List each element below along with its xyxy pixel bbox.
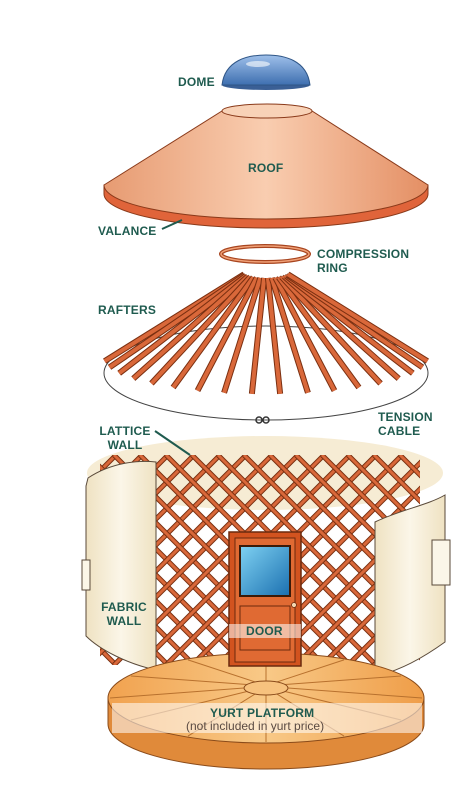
platform-panel-seam: [109, 687, 245, 699]
lattice-slat: [346, 455, 420, 530]
rafter: [149, 275, 252, 385]
rafter: [265, 277, 283, 395]
compression-ring: [219, 244, 311, 264]
cable-turnbuckle-icon: [255, 416, 270, 424]
rafter: [269, 277, 310, 394]
rafter: [280, 275, 383, 385]
valance-leader: [161, 219, 183, 230]
dome: [221, 54, 311, 90]
lattice-slat: [0, 455, 90, 665]
lattice-slat-outline: [0, 455, 90, 665]
lattice-slat: [100, 455, 196, 552]
label-roof: ROOF: [248, 161, 284, 175]
lattice-wall-leader: [154, 430, 191, 456]
platform-panel-seam: [287, 687, 423, 699]
lattice-slat: [452, 455, 474, 665]
label-platform-note: (not included in yurt price): [186, 719, 325, 733]
lattice-slat: [320, 455, 420, 556]
lattice-slat-outline: [452, 455, 474, 665]
label-rafters: RAFTERS: [98, 303, 157, 317]
rafter: [273, 276, 337, 392]
lattice-slat: [372, 455, 420, 504]
roof: [103, 103, 429, 229]
door-window: [239, 545, 291, 597]
lattice-slat: [0, 455, 90, 665]
label-compression-ring: COMPRESSION RING: [317, 247, 410, 275]
label-lattice-wall: LATTICE WALL: [99, 424, 151, 452]
tension-cable: [103, 325, 429, 421]
lattice-slat: [100, 568, 196, 665]
lattice-slat: [452, 455, 474, 665]
rafter: [222, 277, 263, 394]
lattice-slat: [320, 564, 420, 665]
lattice-slat-outline: [452, 455, 474, 665]
label-valance: VALANCE: [98, 224, 157, 238]
rafter: [277, 276, 361, 389]
rafter: [195, 276, 259, 392]
platform-panel-seam: [276, 659, 345, 683]
label-dome: DOME: [178, 75, 215, 89]
fabric-wall: [81, 460, 451, 677]
rafter: [117, 274, 248, 375]
lattice-slat-outline: [0, 455, 90, 665]
rafter: [131, 274, 250, 381]
door: [228, 531, 302, 667]
rafter: [249, 277, 267, 395]
label-tension-cable: TENSION CABLE: [378, 410, 433, 438]
rafter: [171, 276, 255, 389]
lattice-slat: [100, 455, 274, 630]
rafter: [286, 272, 429, 363]
rafters: [103, 271, 429, 395]
platform-panel-seam: [187, 659, 256, 683]
platform-panel-seam: [285, 675, 402, 685]
label-yurt-platform: YURT PLATFORM: [210, 706, 315, 720]
rafter: [282, 274, 401, 381]
label-fabric-wall: FABRIC WALL: [101, 600, 147, 628]
label-door: DOOR: [246, 624, 283, 638]
door-knob-icon: [291, 602, 297, 608]
platform-panel-seam: [130, 675, 247, 685]
